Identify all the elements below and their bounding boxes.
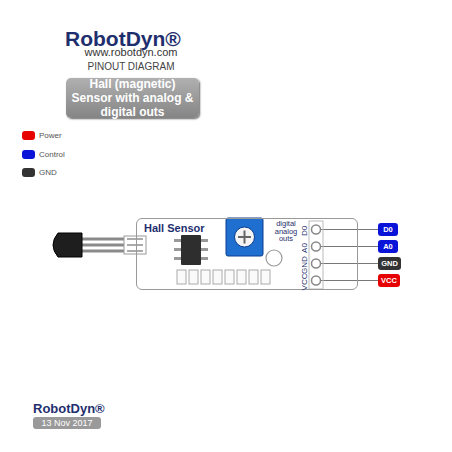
- pin-tag: D0: [378, 223, 398, 236]
- legend-text: Power: [39, 131, 62, 140]
- hall-element: [53, 233, 146, 257]
- pin-label: A0: [301, 243, 309, 253]
- pin-name: VCC: [381, 277, 397, 285]
- trimmer-potentiometer: [226, 218, 263, 256]
- legend-entry: Control: [22, 150, 65, 159]
- solder-pads: [177, 270, 270, 284]
- pin-label: VCC: [301, 273, 309, 290]
- legend-entry: Power: [22, 131, 62, 140]
- pin-lead: [358, 246, 378, 247]
- pin-label: GND: [301, 256, 309, 274]
- board-ground: [136, 218, 358, 290]
- subtitle: PINOUT DIAGRAM: [87, 61, 174, 72]
- date-box: 13 Nov 2017: [33, 417, 101, 429]
- title: Hall (magnetic) Sensor with analog & dig…: [69, 77, 197, 119]
- brand-logo: RobotDyn®: [33, 402, 105, 416]
- legend-swatch: [22, 168, 35, 177]
- sensor-board: Hall Sensor digital analog outsVCCGND A0 D0: [136, 218, 358, 290]
- pin-name: GND: [381, 260, 398, 268]
- title-box: Hall (magnetic) Sensor with analog & dig…: [66, 78, 199, 118]
- pin-tag: VCC: [378, 274, 400, 287]
- pin-label: D0: [301, 225, 309, 235]
- pin-lead: [358, 280, 378, 281]
- website: www.robotdyn.com: [85, 46, 178, 58]
- pin-name: A0: [383, 243, 393, 251]
- pin-header: [309, 221, 358, 289]
- board-title: Hall Sensor: [144, 223, 205, 234]
- comparator-ic: [174, 235, 208, 265]
- pin-tag: A0: [378, 240, 398, 253]
- led: [266, 250, 282, 266]
- legend-text: GND: [39, 168, 57, 177]
- pin-name: D0: [383, 226, 393, 234]
- legend-swatch: [22, 150, 35, 159]
- pin-lead: [358, 229, 378, 230]
- legend-entry: GND: [22, 168, 57, 177]
- board-note: digital analog outs: [272, 220, 300, 243]
- pin-tag: GND: [378, 257, 401, 270]
- legend-text: Control: [39, 150, 65, 159]
- pin-lead: [358, 263, 378, 264]
- date: 13 Nov 2017: [41, 419, 92, 428]
- legend-swatch: [22, 131, 35, 140]
